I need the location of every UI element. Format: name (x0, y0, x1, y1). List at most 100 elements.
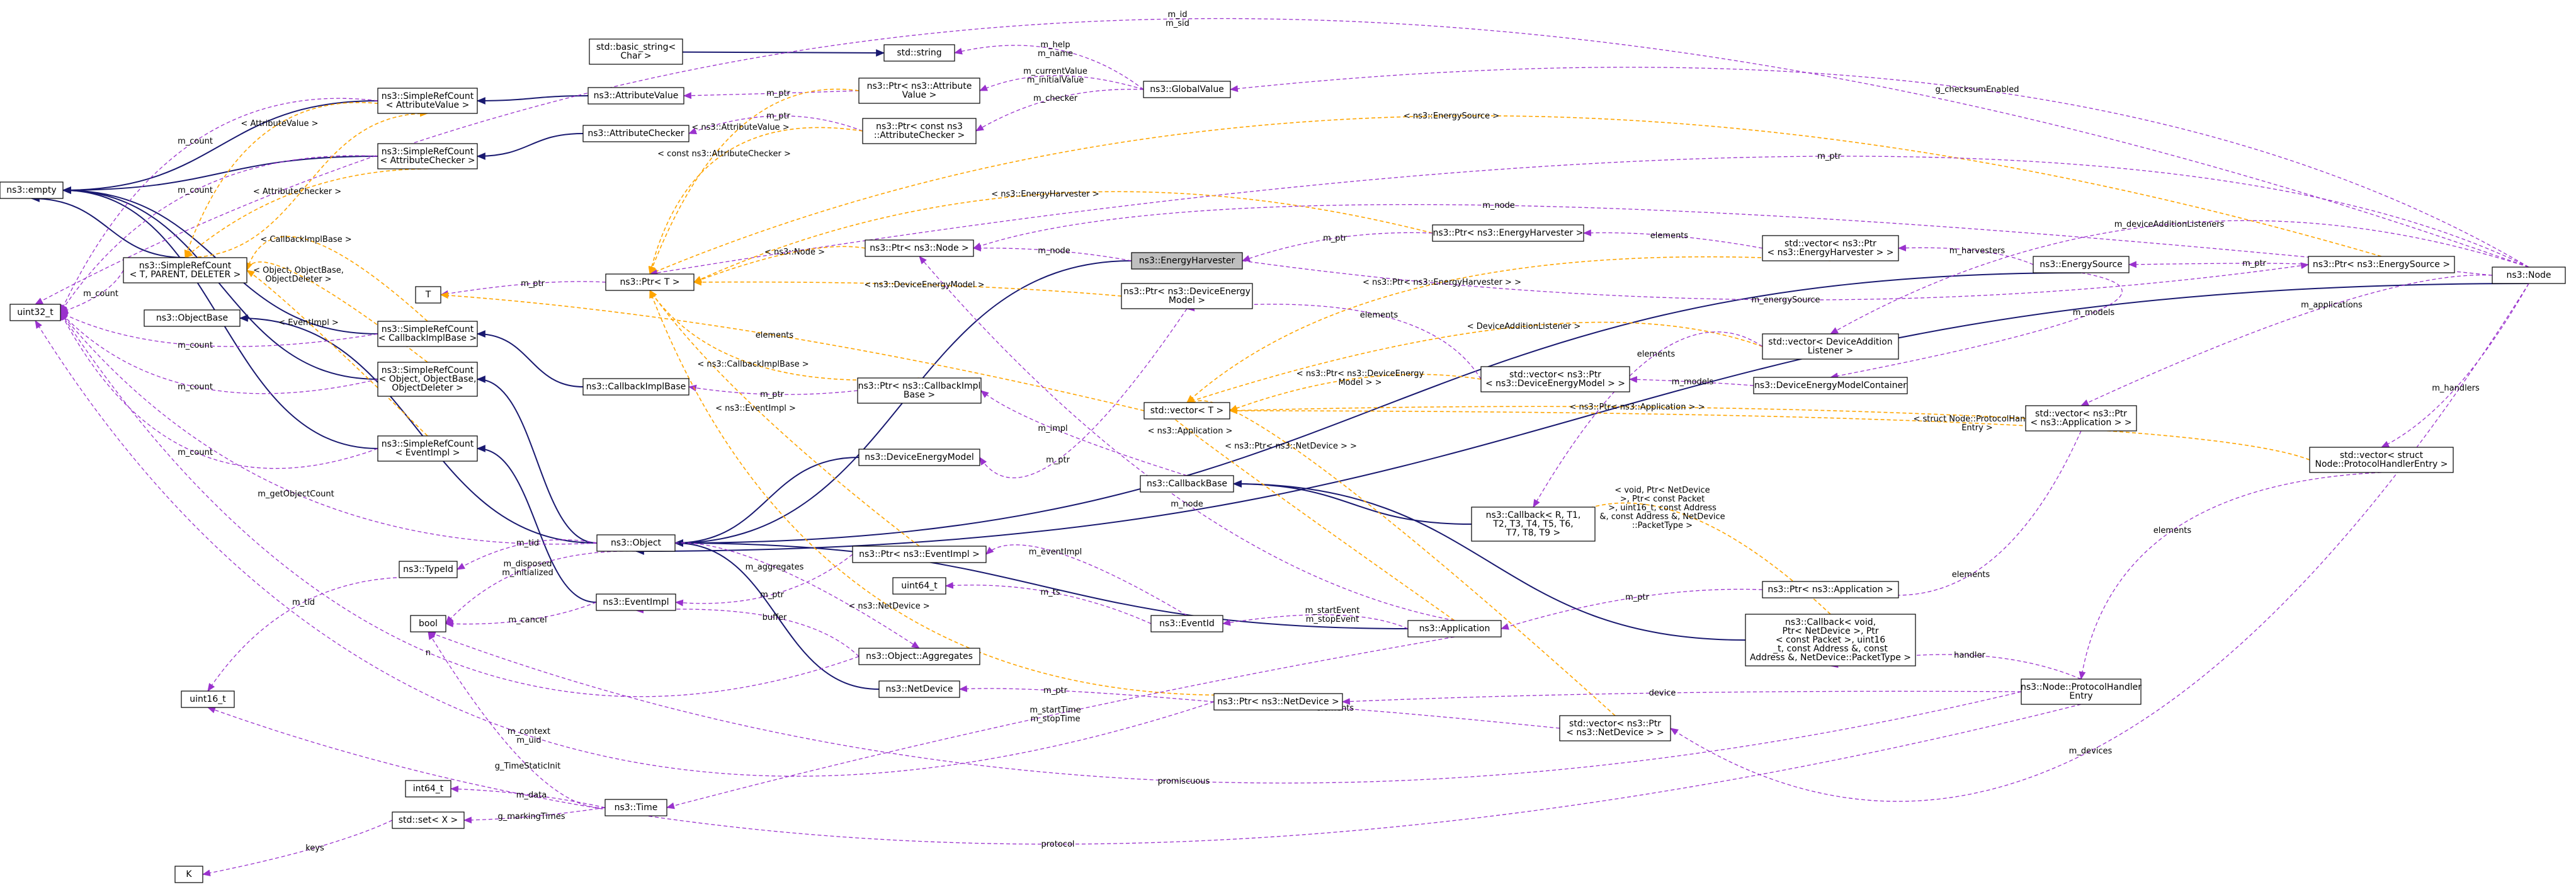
class-node-label: Entry (2069, 691, 2092, 701)
class-node-object[interactable]: ns3::Object (596, 534, 676, 552)
class-node-src-ac[interactable]: ns3::SimpleRefCount< AttributeChecker > (377, 143, 478, 169)
class-node-K[interactable]: K (174, 866, 203, 883)
edge-label: ::PacketType > (1632, 521, 1693, 530)
class-node-objectbase[interactable]: ns3::ObjectBase (144, 309, 241, 327)
class-node-ptr-attrval[interactable]: ns3::Ptr< ns3::AttributeValue > (858, 77, 980, 104)
class-node-callback-void[interactable]: ns3::Callback< void, Ptr< NetDevice >, P… (1745, 614, 1916, 667)
class-node-callback9[interactable]: ns3::Callback< R, T1,T2, T3, T4, T5, T6,… (1471, 506, 1596, 542)
class-node-src-av[interactable]: ns3::SimpleRefCount< AttributeValue > (377, 88, 478, 114)
class-node-globalvalue[interactable]: ns3::GlobalValue (1143, 81, 1231, 98)
edge-path (1155, 401, 1455, 621)
edge-path (239, 314, 598, 544)
class-node-ptr-app[interactable]: ns3::Ptr< ns3::Application > (1762, 581, 1899, 598)
class-node-vec-phe[interactable]: std::vector< struct Node::ProtocolHandle… (2309, 447, 2454, 473)
class-node-protohandler[interactable]: ns3::Node::ProtocolHandlerEntry (2021, 678, 2142, 705)
class-node-typeid[interactable]: ns3::TypeId (399, 561, 458, 578)
edge-path (62, 186, 378, 380)
class-node-label: ns3::Ptr< ns3::Node > (870, 243, 969, 253)
class-node-vec-ptr-app[interactable]: std::vector< ns3::Ptr< ns3::Application … (2025, 405, 2137, 432)
edge-typeid-to-uint16 (207, 576, 429, 692)
class-node-uint16[interactable]: uint16_t (181, 690, 235, 708)
class-node-vectorT[interactable]: std::vector< T > (1143, 402, 1230, 420)
class-node-cbimplbase[interactable]: ns3::CallbackImplBase (582, 378, 689, 396)
class-node-int64[interactable]: int64_t (405, 780, 451, 798)
edge-path (985, 544, 1188, 616)
class-node-attrchk[interactable]: ns3::AttributeChecker (582, 125, 689, 142)
class-node-label: < EventImpl > (395, 448, 460, 458)
edge-path (972, 204, 2493, 276)
class-node-basic-string[interactable]: std::basic_string<Char > (589, 38, 683, 65)
class-node-box (2021, 678, 2142, 705)
class-node-ptr-es[interactable]: ns3::Ptr< ns3::EnergySource > (2308, 256, 2455, 273)
edge-path (428, 631, 606, 808)
class-node-ptr-node[interactable]: ns3::Ptr< ns3::Node > (865, 239, 974, 257)
class-node-bool[interactable]: bool (410, 615, 446, 632)
class-node-string[interactable]: std::string (883, 44, 955, 62)
class-node-box (865, 239, 974, 257)
class-node-uint32[interactable]: uint32_t (9, 304, 61, 321)
edge-label: < ns3::NetDevice > (848, 602, 929, 611)
edge-node-to-globalvalue (1229, 67, 2529, 268)
edge-ptr-es-to-energysource (2128, 261, 2309, 268)
edge-label: m_startTime (1030, 706, 1081, 715)
class-node-demcontainer[interactable]: ns3::DeviceEnergyModelContainer (1753, 377, 1908, 394)
class-node-ptr-constchk[interactable]: ns3::Ptr< const ns3::AttributeChecker > (862, 118, 977, 144)
class-node-ptr-eventimpl[interactable]: ns3::Ptr< ns3::EventImpl > (852, 546, 987, 563)
class-node-label: T (425, 290, 431, 300)
class-node-T[interactable]: T (415, 286, 441, 304)
edge-path (457, 539, 598, 570)
edge-vec-phe-to-protohandler (2079, 472, 2382, 680)
class-node-ptr-cbimpl[interactable]: ns3::Ptr< ns3::CallbackImplBase > (857, 377, 982, 404)
class-node-label: Base > (904, 390, 935, 400)
class-node-aggregates[interactable]: ns3::Object::Aggregates (858, 648, 980, 665)
class-node-vec-dal[interactable]: std::vector< DeviceAdditionListener > (1762, 333, 1899, 360)
class-node-energysource[interactable]: ns3::EnergySource (2033, 256, 2130, 273)
edge-src-ac-to-src-tpd (184, 168, 428, 258)
edge-label: m_deviceAdditionListeners (2114, 220, 2225, 229)
class-node-src-tpd[interactable]: ns3::SimpleRefCount< T, PARENT, DELETER … (123, 257, 247, 283)
class-node-application[interactable]: ns3::Application (1407, 620, 1502, 638)
edge-label: < EventImpl > (278, 318, 339, 328)
edge-path (1229, 67, 2529, 268)
class-node-ptr-netdevice[interactable]: ns3::Ptr< ns3::NetDevice > (1213, 693, 1343, 711)
class-node-ptr-eh[interactable]: ns3::Ptr< ns3::EnergyHarvester > (1432, 224, 1584, 242)
class-node-src-cib[interactable]: ns3::SimpleRefCount< CallbackImplBase > (377, 321, 478, 347)
edge-setX-to-K (201, 820, 393, 876)
class-node-time[interactable]: ns3::Time (604, 799, 667, 816)
class-node-ptr-dem[interactable]: ns3::Ptr< ns3::DeviceEnergyModel > (1121, 283, 1253, 309)
edge-path (1228, 406, 2026, 419)
class-node-empty[interactable]: ns3::empty (0, 181, 64, 199)
class-node-label: < ns3::EnergyHarvester > > (1767, 248, 1894, 258)
class-node-uint64[interactable]: uint64_t (892, 577, 946, 595)
class-node-label: ns3::Object (611, 538, 662, 548)
edge-label: < DeviceAdditionListener > (1467, 322, 1581, 331)
edge-label: m_checker (1033, 94, 1078, 103)
class-node-ptrT[interactable]: ns3::Ptr< T > (605, 273, 695, 291)
class-node-eventid[interactable]: ns3::EventId (1150, 615, 1223, 632)
class-node-attrval[interactable]: ns3::AttributeValue (587, 87, 684, 105)
class-node-setX[interactable]: std::set< X > (392, 811, 465, 829)
edge-aggregates-to-eventimpl (635, 606, 860, 657)
edge-path (60, 312, 860, 697)
class-node-eventimpl[interactable]: ns3::EventImpl (596, 593, 676, 611)
class-node-src-ei[interactable]: ns3::SimpleRefCount< EventImpl > (377, 435, 478, 462)
edge-energysource-to-demcontainer (1829, 272, 2123, 380)
edge-path (59, 270, 124, 314)
class-node-netdevice[interactable]: ns3::NetDevice (878, 680, 960, 698)
class-node-node[interactable]: ns3::Node (2492, 266, 2566, 284)
class-node-label: ns3::DeviceEnergyModel (865, 452, 973, 462)
edge-node-to-object (635, 283, 2529, 555)
edge-label: elements (1360, 311, 1399, 320)
class-node-box (415, 286, 441, 304)
class-node-label: ns3::Ptr< ns3::EventImpl > (859, 549, 980, 559)
class-node-energyharvester[interactable]: ns3::EnergyHarvester (1131, 252, 1243, 270)
class-node-src-obj[interactable]: ns3::SimpleRefCount< Object, ObjectBase,… (377, 362, 478, 397)
class-node-box (2025, 405, 2137, 432)
class-node-box (2309, 447, 2454, 473)
class-node-callbackbase[interactable]: ns3::CallbackBase (1140, 475, 1234, 493)
class-node-vec-ptr-nd[interactable]: std::vector< ns3::Ptr< ns3::NetDevice > … (1559, 715, 1671, 741)
class-node-devenergymodel[interactable]: ns3::DeviceEnergyModel (858, 449, 980, 466)
class-node-vec-ptr-eh[interactable]: std::vector< ns3::Ptr< ns3::EnergyHarves… (1762, 235, 1899, 261)
class-node-vec-ptr-dem[interactable]: std::vector< ns3::Ptr< ns3::DeviceEnergy… (1480, 366, 1630, 392)
